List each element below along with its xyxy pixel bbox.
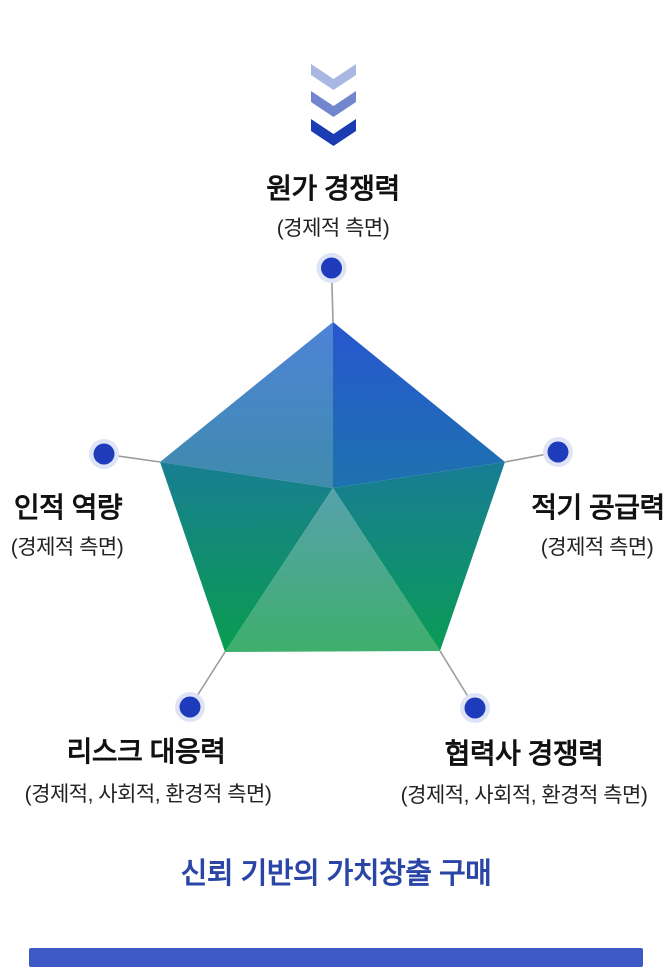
chevron-down-icon xyxy=(311,91,356,117)
node-subtitle-left: (경제적 측면) xyxy=(10,536,124,559)
pentagon-shape xyxy=(160,322,505,652)
node-subtitle-bottom-right: (경제적, 사회적, 환경적 측면) xyxy=(400,784,648,807)
node-title-top: 원가 경쟁력 xyxy=(266,173,400,204)
dot-top xyxy=(321,257,342,279)
dot-bottom-right xyxy=(464,697,486,719)
node-title-right: 적기 공급력 xyxy=(531,492,665,523)
node-subtitle-bottom-left: (경제적, 사회적, 환경적 측면) xyxy=(24,783,272,806)
node-title-bottom-right: 협력사 경쟁력 xyxy=(444,738,604,769)
node-subtitle-right: (경제적 측면) xyxy=(540,536,654,559)
pentagon-facet-left xyxy=(160,462,333,652)
dot-bottom-left xyxy=(179,696,201,718)
page-title: 신뢰 기반의 가치창출 구매 xyxy=(180,858,492,890)
node-title-bottom-left: 리스크 대응력 xyxy=(66,736,226,767)
pentagon-facet-bottom xyxy=(225,488,440,652)
pentagon-facet-right xyxy=(333,462,505,651)
node-subtitle-top: (경제적 측면) xyxy=(276,217,390,240)
dot-right xyxy=(547,441,569,463)
chevron-down-icon xyxy=(311,64,356,90)
triple-chevron-down-icon xyxy=(311,64,356,146)
node-title-left: 인적 역량 xyxy=(13,492,123,523)
chevron-down-icon xyxy=(311,119,356,146)
vertex-dots xyxy=(89,253,573,723)
pentagon-facet-top-right xyxy=(333,322,505,488)
pentagon-facet-top-left xyxy=(160,322,333,488)
dot-left xyxy=(93,443,115,465)
carousel-progress-bar xyxy=(29,948,643,967)
